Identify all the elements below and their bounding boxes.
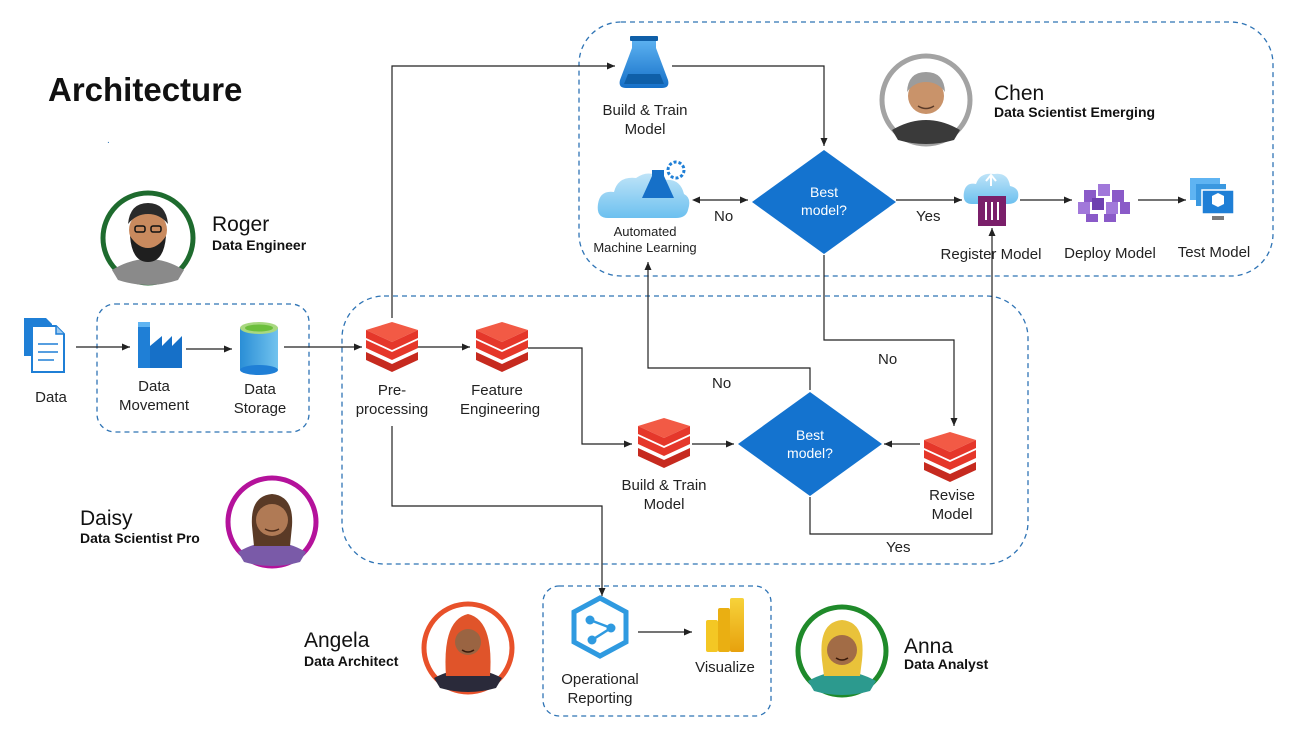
node-best-model-top: Best model?: [752, 150, 896, 254]
synapse-hex-icon: [571, 595, 629, 659]
node-label-line2: processing: [356, 401, 429, 418]
node-label-line1: Revise: [929, 487, 975, 504]
persona-roger: Roger Data Engineer: [100, 190, 307, 286]
node-feature-engineering: Feature Engineering: [460, 322, 540, 418]
node-label-line2: Machine Learning: [593, 240, 696, 255]
node-label-line2: Model: [932, 506, 973, 523]
node-build-train-databricks: Build & Train Model: [621, 418, 707, 513]
flow-label-no-revise: No: [878, 351, 897, 368]
persona-role: Data Engineer: [212, 237, 307, 253]
persona-name: Roger: [212, 213, 269, 236]
databricks-icon: [924, 432, 976, 482]
persona-name: Daisy: [80, 507, 133, 530]
avatar-anna: [808, 620, 876, 695]
azure-ml-flask-icon: [619, 36, 669, 88]
flow-label-yes-bottom: Yes: [886, 539, 910, 556]
node-label: Deploy Model: [1064, 245, 1156, 262]
node-label: Visualize: [695, 659, 755, 676]
persona-daisy: Daisy Data Scientist Pro: [80, 475, 319, 569]
conn-aml-train-to-best: [672, 65, 828, 146]
power-bi-icon: [706, 598, 744, 652]
node-build-train-aml: Build & Train Model: [602, 36, 688, 138]
persona-role: Data Scientist Pro: [80, 530, 200, 546]
node-label: Test Model: [1178, 244, 1251, 261]
container-cluster-icon: [1078, 184, 1130, 222]
node-best-model-bottom: Best model?: [738, 392, 882, 496]
persona-anna: Anna Data Analyst: [795, 604, 989, 698]
flow-label-no-loop: No: [712, 375, 731, 392]
persona-chen: Chen Data Scientist Emerging: [879, 53, 1155, 147]
node-label: Register Model: [941, 246, 1042, 263]
node-test-model: Test Model: [1178, 178, 1251, 261]
flow-label-yes-register: Yes: [916, 208, 940, 225]
node-label-line1: Feature: [471, 382, 523, 399]
azure-ml-group: [578, 21, 1274, 277]
node-deploy-model: Deploy Model: [1064, 184, 1156, 262]
page-title: Architecture: [48, 71, 242, 108]
storage-cylinder-icon: [240, 322, 278, 375]
node-label-line2: Model: [644, 496, 685, 513]
node-label-line1: Automated: [614, 224, 677, 239]
conn-best-bottom-no-to-automl: [644, 262, 811, 390]
conn-preprocessing-to-reporting: [391, 426, 606, 596]
persona-name: Angela: [304, 629, 370, 652]
databricks-icon: [366, 322, 418, 372]
conn-preprocessing-to-aml-train: [391, 62, 615, 318]
decision-label-line1: Best: [796, 427, 824, 443]
databricks-icon: [476, 322, 528, 372]
node-label-line2: Model: [625, 121, 666, 138]
persona-role: Data Scientist Emerging: [994, 104, 1155, 120]
avatar-roger: [112, 203, 184, 285]
node-register-model: Register Model: [941, 173, 1042, 263]
register-model-icon: [963, 173, 1019, 226]
factory-icon: [138, 322, 182, 368]
node-revise-model: Revise Model: [924, 432, 976, 523]
node-label-line1: Build & Train: [602, 102, 687, 119]
decision-diamond: [752, 150, 896, 254]
connectors: [76, 62, 1186, 636]
node-label: Data: [35, 389, 67, 406]
node-label-line1: Data: [138, 378, 170, 395]
node-data-movement: Data Movement: [119, 322, 190, 414]
decision-label-line1: Best: [810, 184, 838, 200]
node-preprocessing: Pre- processing: [356, 322, 429, 418]
decision-label-line2: model?: [801, 202, 847, 218]
decision-diamond: [738, 392, 882, 496]
conn-best-top-no-to-revise: [823, 255, 958, 426]
persona-role: Data Analyst: [904, 656, 989, 672]
persona-role: Data Architect: [304, 653, 399, 669]
avatar-daisy: [238, 494, 306, 566]
conn-best-bottom-yes-to-register: [809, 228, 996, 535]
node-label-line2: Storage: [234, 400, 287, 417]
node-operational-reporting: Operational Reporting: [561, 595, 639, 707]
node-label-line2: Engineering: [460, 401, 540, 418]
persona-name: Chen: [994, 82, 1044, 105]
node-label-line1: Pre-: [378, 382, 406, 399]
persona-angela: Angela Data Architect: [304, 601, 515, 695]
node-visualize: Visualize: [695, 598, 755, 676]
reporting-group: [542, 585, 772, 717]
databricks-icon: [638, 418, 690, 468]
documents-icon: [24, 318, 65, 373]
node-label-line2: Reporting: [567, 690, 632, 707]
decision-label-line2: model?: [787, 445, 833, 461]
title-dot: .: [107, 135, 110, 146]
persona-name: Anna: [904, 635, 953, 658]
node-label-line1: Operational: [561, 671, 639, 688]
node-automated-ml: Automated Machine Learning: [593, 160, 697, 255]
flow-label-no-automl: No: [714, 208, 733, 225]
node-data-storage: Data Storage: [234, 322, 287, 417]
avatar-chen: [892, 72, 960, 144]
node-data: Data: [24, 318, 67, 406]
node-label-line1: Data: [244, 381, 276, 398]
databricks-group: [341, 295, 1029, 565]
node-label-line2: Movement: [119, 397, 190, 414]
conn-feature-to-train: [528, 347, 632, 448]
avatar-angela: [434, 614, 502, 692]
virtual-machines-icon: [1190, 178, 1235, 220]
node-label-line1: Build & Train: [621, 477, 706, 494]
automated-ml-cloud-icon: [597, 160, 690, 218]
